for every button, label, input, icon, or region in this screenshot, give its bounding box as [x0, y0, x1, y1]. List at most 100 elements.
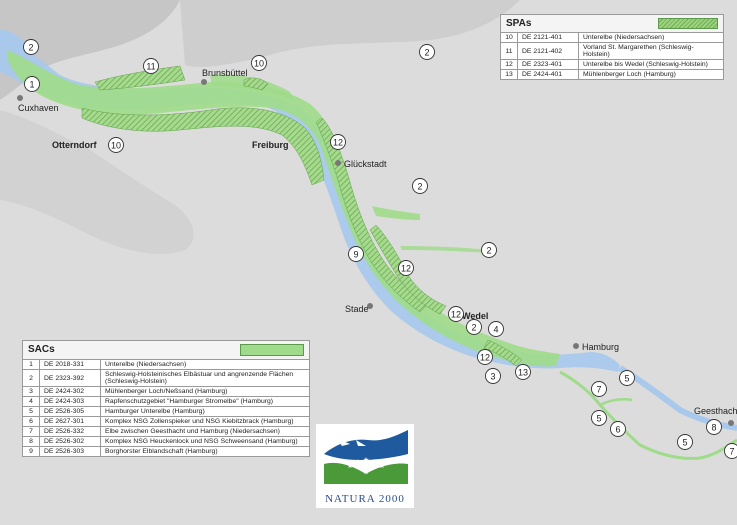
- site-marker: 9: [348, 246, 364, 262]
- site-marker: 12: [398, 260, 414, 276]
- site-marker: 5: [591, 410, 607, 426]
- site-marker-circle: [466, 319, 482, 335]
- sac-num-cell: 5: [22, 406, 40, 417]
- spa-name-cell: Vorland St. Margarethen (Schleswig-Holst…: [578, 42, 724, 60]
- sac-code-cell: DE 2323-392: [39, 369, 101, 387]
- site-marker-circle: [330, 134, 346, 150]
- site-marker-circle: [108, 137, 124, 153]
- site-marker-circle: [488, 321, 504, 337]
- site-marker-number: 10: [254, 59, 264, 69]
- site-marker: 8: [706, 419, 722, 435]
- sac-code-cell: DE 2627-301: [39, 416, 101, 427]
- label-cuxhaven: Cuxhaven: [18, 103, 59, 113]
- site-marker: 6: [610, 421, 626, 437]
- city-dot-geesthacht: [728, 420, 734, 426]
- site-marker: 10: [251, 55, 267, 71]
- site-marker-circle: [448, 306, 464, 322]
- site-marker-number: 2: [417, 182, 422, 192]
- site-marker: 4: [488, 321, 504, 337]
- label-hamburg: Hamburg: [582, 342, 619, 352]
- spa-legend-title: SPAs: [506, 18, 532, 29]
- site-marker: 12: [448, 306, 464, 322]
- spa-code-cell: DE 2121-402: [517, 42, 579, 60]
- site-marker-number: 12: [451, 310, 461, 320]
- label-stade: Stade: [345, 304, 369, 314]
- site-marker-circle: [677, 434, 693, 450]
- site-marker-circle: [251, 55, 267, 71]
- site-marker-circle: [348, 246, 364, 262]
- city-dot-cuxhaven: [17, 95, 23, 101]
- site-marker-number: 12: [401, 264, 411, 274]
- north-coast: [180, 0, 520, 67]
- sac-fill-swatch: [240, 344, 304, 356]
- site-marker-number: 2: [28, 43, 33, 53]
- site-marker-number: 9: [353, 250, 358, 260]
- site-marker-circle: [398, 260, 414, 276]
- logo-green-land-icon: [324, 462, 408, 484]
- spa-name-cell: Unterelbe bis Wedel (Schleswig-Holstein): [578, 59, 724, 70]
- site-marker-number: 2: [471, 323, 476, 333]
- spa-num-cell: 10: [500, 32, 518, 43]
- sac-name-cell: Komplex NSG Zollenspieker und NSG Kiebit…: [100, 416, 310, 427]
- site-marker-circle: [515, 364, 531, 380]
- logo-blue-wave-icon: [324, 430, 408, 460]
- site-marker-circle: [591, 381, 607, 397]
- sac-code-cell: DE 2526-303: [39, 446, 101, 457]
- site-marker-number: 2: [424, 48, 429, 58]
- sac-name-cell: Komplex NSG Heuckenlock und NSG Schweens…: [100, 436, 310, 447]
- site-marker: 2: [466, 319, 482, 335]
- site-marker-number: 3: [490, 372, 495, 382]
- spa-area-unterelbe-nds: [81, 107, 325, 186]
- site-marker-circle: [143, 58, 159, 74]
- sac-area-unterelbe: [8, 50, 560, 367]
- site-marker: 10: [108, 137, 124, 153]
- site-marker-number: 7: [596, 385, 601, 395]
- site-marker: 2: [23, 39, 39, 55]
- city-dot-brunsbuttel: [201, 79, 207, 85]
- site-marker: 12: [477, 349, 493, 365]
- spa-code-cell: DE 2424-401: [517, 69, 579, 80]
- city-dot-hamburg: [573, 343, 579, 349]
- sac-name-cell: Hamburger Unterelbe (Hamburg): [100, 406, 310, 417]
- sac-name-cell: Borghorster Elblandschaft (Hamburg): [100, 446, 310, 457]
- svg-text:★: ★: [355, 458, 361, 466]
- sac-code-cell: DE 2424-303: [39, 396, 101, 407]
- natura-2000-logo: ★★★ ★★★ NATURA 2000: [316, 424, 414, 508]
- site-marker: 1: [24, 76, 40, 92]
- site-marker-number: 5: [596, 414, 601, 424]
- spa-area-north-hatched: [94, 65, 186, 91]
- sac-legend-title: SACs: [28, 344, 55, 355]
- sac-num-cell: 2: [22, 369, 40, 387]
- site-marker-circle: [24, 76, 40, 92]
- site-marker: 5: [619, 370, 635, 386]
- label-brunsbuttel: Brunsbüttel: [202, 68, 248, 78]
- sac-area-upstream-2: [599, 397, 633, 407]
- site-marker-number: 6: [615, 425, 620, 435]
- site-marker-circle: [481, 242, 497, 258]
- site-marker-circle: [724, 443, 737, 459]
- city-dot-stade: [367, 303, 373, 309]
- site-marker-number: 7: [729, 447, 734, 457]
- sac-num-cell: 3: [22, 386, 40, 397]
- sac-code-cell: DE 2526-332: [39, 426, 101, 437]
- site-marker: 13: [515, 364, 531, 380]
- site-marker-circle: [477, 349, 493, 365]
- spa-legend-header: SPAs: [500, 14, 724, 33]
- sac-num-cell: 9: [22, 446, 40, 457]
- spa-name-cell: Unterelbe (Niedersachsen): [578, 32, 724, 43]
- spa-area-vorland: [243, 77, 269, 91]
- spa-name-cell: Mühlenberger Loch (Hamburg): [578, 69, 724, 80]
- logo-bird-icon: [336, 432, 388, 446]
- river-branch-cuxhaven: [0, 30, 30, 60]
- label-otterndorf: Otterndorf: [52, 140, 97, 150]
- site-marker-circle: [610, 421, 626, 437]
